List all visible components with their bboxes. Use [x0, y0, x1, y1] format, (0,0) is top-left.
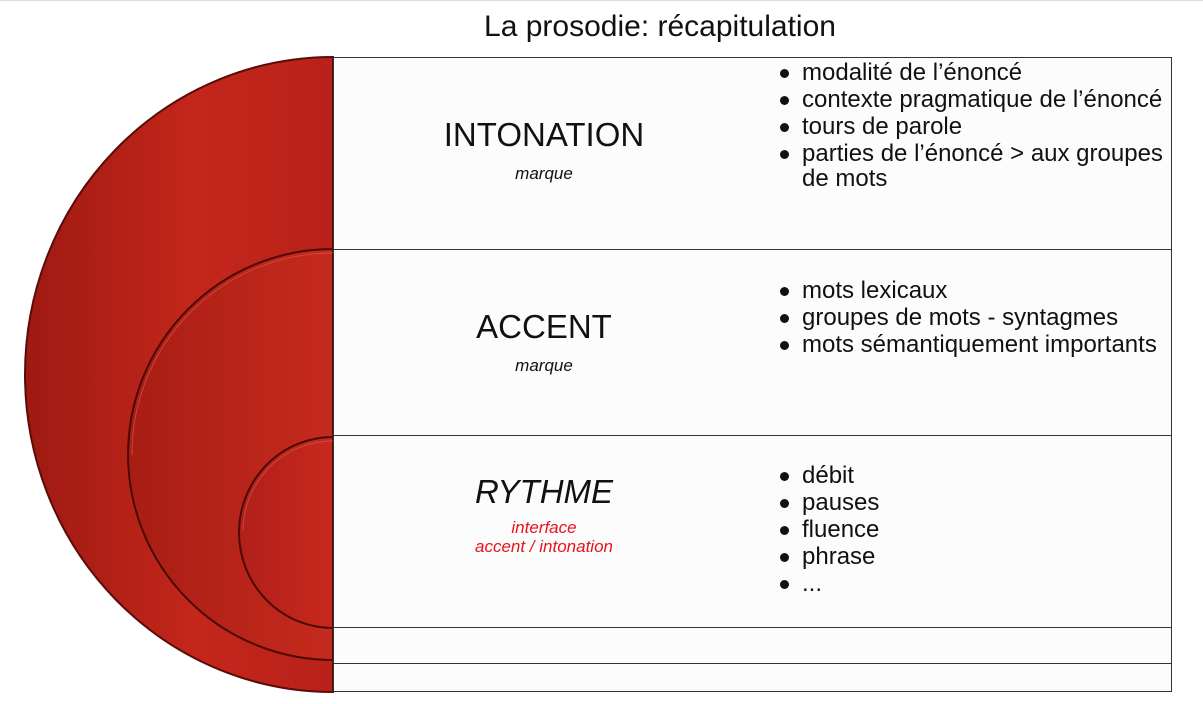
row-intonation: INTONATION marque modalité de l’énoncé c…: [333, 57, 1172, 250]
list-item: groupes de mots - syntagmes: [777, 305, 1167, 330]
rythme-subtitle-line2: accent / intonation: [475, 537, 613, 556]
inner-arc-highlight: [242, 440, 334, 532]
nested-half-circles: [24, 55, 334, 694]
list-item: tours de parole: [777, 114, 1167, 139]
middle-arc-highlight: [131, 252, 334, 456]
rythme-heading: RYTHME: [474, 473, 614, 510]
list-item: mots sémantiquement importants: [777, 332, 1167, 357]
rythme-subtitle-line1: interface: [511, 518, 577, 537]
list-item: contexte pragmatique de l’énoncé: [777, 87, 1167, 112]
intonation-subtitle: marque: [515, 164, 573, 183]
accent-subtitle: marque: [515, 356, 573, 375]
top-divider: [0, 0, 1203, 1]
inner-half-circle: [238, 435, 334, 630]
accent-list: mots lexicaux groupes de mots - syntagme…: [777, 278, 1167, 359]
list-item: ...: [777, 571, 1167, 596]
intonation-list: modalité de l’énoncé contexte pragmatiqu…: [777, 60, 1167, 193]
list-item: phrase: [777, 544, 1167, 569]
empty-row: [333, 663, 1172, 692]
empty-row: [333, 627, 1172, 664]
row-accent: ACCENT marque mots lexicaux groupes de m…: [333, 249, 1172, 436]
list-item: fluence: [777, 517, 1167, 542]
list-item: mots lexicaux: [777, 278, 1167, 303]
list-item: débit: [777, 463, 1167, 488]
list-item: parties de l’énoncé > aux groupes de mot…: [777, 141, 1167, 191]
slide-title: La prosodie: récapitulation: [484, 10, 836, 43]
row-rythme: RYTHME interface accent / intonation déb…: [333, 435, 1172, 628]
rythme-list: débit pauses fluence phrase ...: [777, 463, 1167, 598]
list-item: pauses: [777, 490, 1167, 515]
intonation-heading: INTONATION: [443, 116, 645, 153]
list-item: modalité de l’énoncé: [777, 60, 1167, 85]
accent-heading: ACCENT: [476, 308, 612, 345]
